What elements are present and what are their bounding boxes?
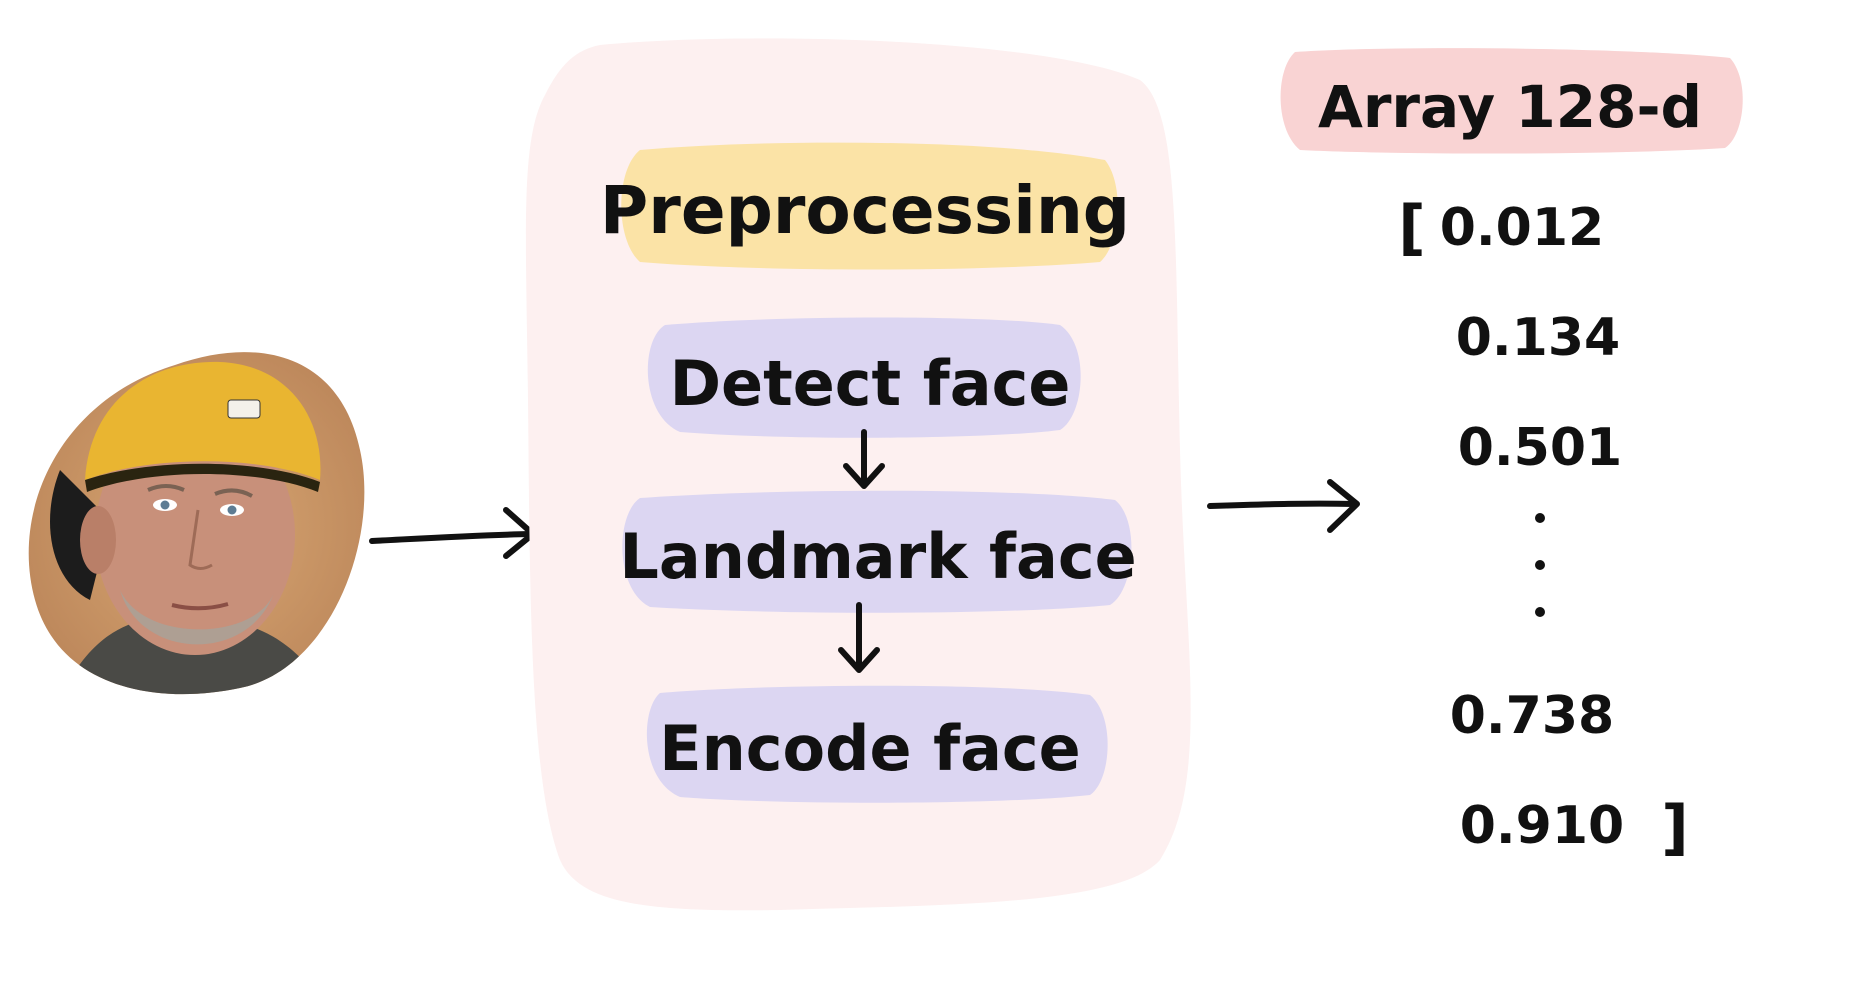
array-value-5: 0.910 [1460, 796, 1624, 856]
array-value-4: 0.738 [1450, 686, 1614, 746]
preprocessing-title-highlight [621, 142, 1118, 270]
arrow-preprocessing-to-array [1207, 479, 1360, 533]
array-close-bracket: ] [1661, 793, 1688, 863]
arrow-detect-to-landmark [843, 429, 885, 489]
step-detect-face: Detect face [670, 347, 1071, 420]
step-landmark-face: Landmark face [619, 520, 1136, 593]
arrow-landmark-to-encode [838, 602, 880, 673]
step-encode-face-highlight [646, 685, 1108, 803]
array-ellipsis [1535, 513, 1545, 617]
array-value-1: 0.012 [1440, 198, 1604, 258]
step-landmark-face-highlight [622, 490, 1132, 613]
array-title: Array 128-d [1318, 73, 1702, 141]
arrow-input-to-preprocessing [369, 507, 536, 559]
array-open-bracket: [ [1398, 193, 1425, 263]
array-value-2: 0.134 [1456, 308, 1620, 368]
step-detect-face-highlight [647, 317, 1081, 438]
face-photo-icon [28, 352, 365, 695]
preprocessing-title: Preprocessing [600, 172, 1130, 249]
array-value-3: 0.501 [1458, 418, 1622, 478]
array-title-highlight [1280, 48, 1743, 154]
step-encode-face: Encode face [659, 712, 1080, 785]
